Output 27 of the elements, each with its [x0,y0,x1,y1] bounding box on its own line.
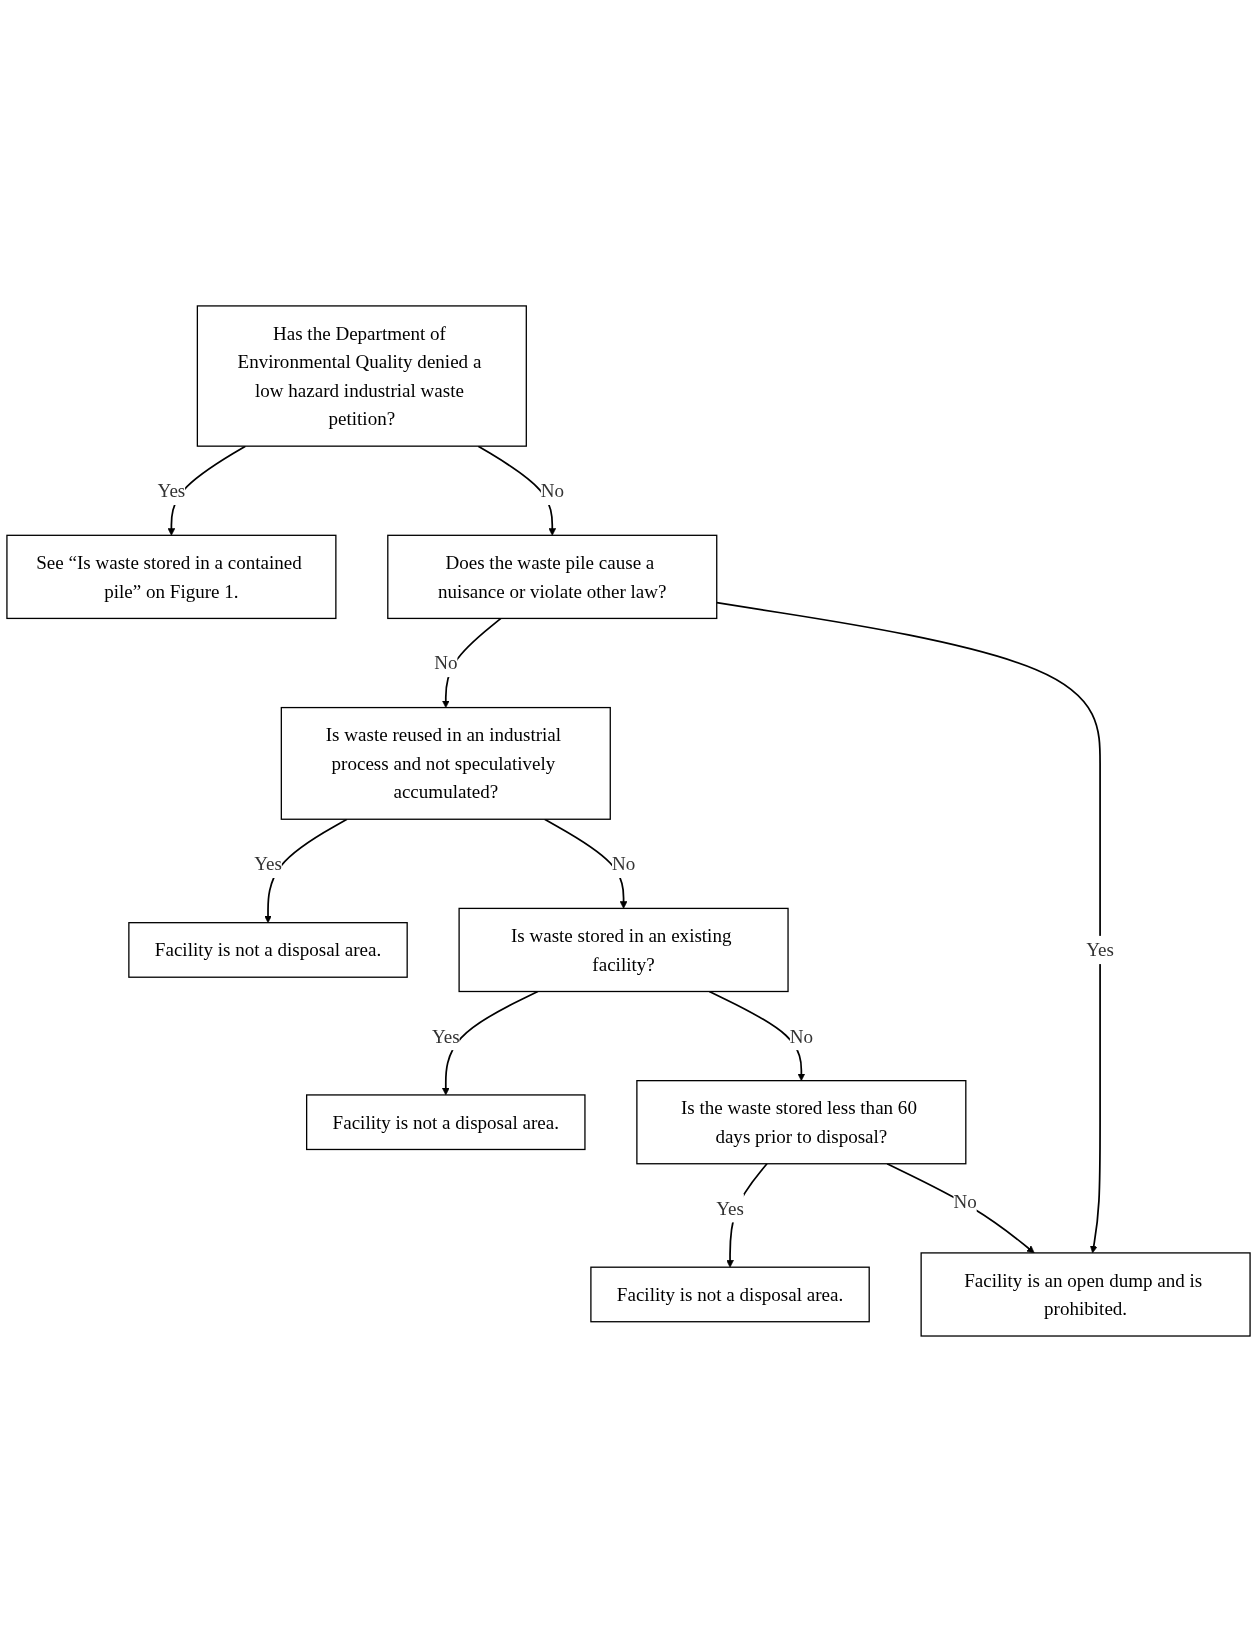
node-box: Is waste stored in an existing facility? [458,907,789,993]
node-box: Is waste reused in an industrial process and not speculatively accumulated? [280,706,611,820]
edge-label: Yes [157,479,186,502]
arrow [886,1162,1035,1254]
edge-label: Yes [716,1197,744,1220]
node-box: Facility is not a disposal area. [128,922,408,978]
node-box: Facility is not a disposal area. [306,1094,586,1151]
edge-label: No [953,1190,977,1213]
arrow [477,445,557,536]
arrow [442,990,539,1096]
edge-label: No [540,479,564,502]
node-box: Facility is an open dump and is prohibited. [920,1252,1251,1337]
node-box: See “Is waste stored in a contained pile” on Figure 1. [6,534,337,620]
arrow [715,601,1101,1254]
edge-label: No [434,652,458,674]
edge-label: No [611,853,636,875]
arrow [543,818,628,909]
node-box: Does the waste pile cause a nuisance or violate other law? [387,534,718,620]
edge-label: Yes [254,853,282,875]
edge-label: Yes [1086,939,1114,961]
edge-label: No [789,1025,813,1047]
arrow [264,818,348,924]
edge-label: Yes [431,1025,460,1047]
node-box: Is the waste stored less than 60 days prior to disposal? [636,1080,967,1165]
arrow [708,990,806,1082]
node-box: Has the Department of Environmental Quality denied a low hazard industrial waste petition? [196,305,527,447]
node-box: Facility is not a disposal area. [590,1266,870,1323]
